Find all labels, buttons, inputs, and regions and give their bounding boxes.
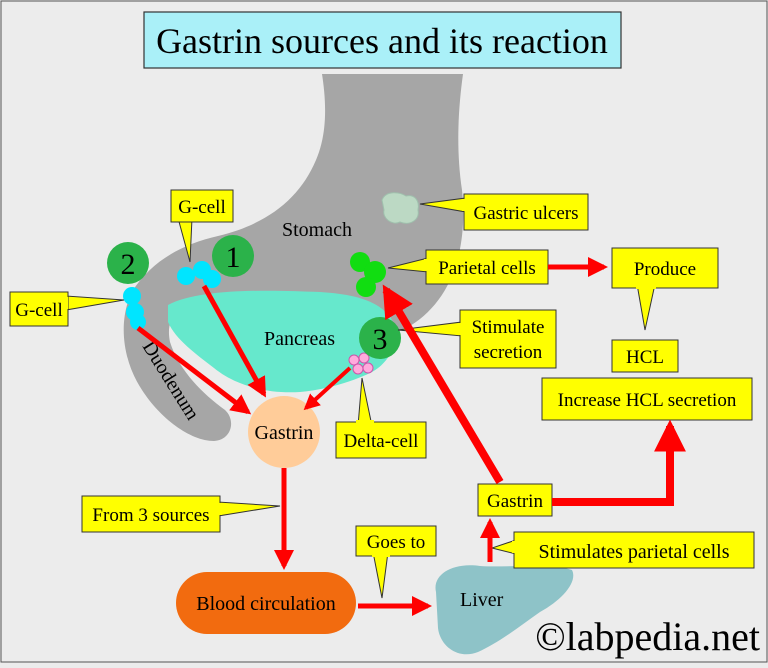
svg-text:G-cell: G-cell — [15, 300, 62, 321]
gastrin-box: Gastrin — [477, 483, 553, 517]
arrow-duodenum-to-gastrin — [136, 326, 252, 415]
number-circle-1: 1 — [212, 235, 254, 277]
liver-shape — [435, 565, 574, 655]
arrows — [136, 257, 686, 616]
number-circle-3: 3 — [359, 317, 401, 359]
g-cell-2-icon — [123, 287, 146, 330]
number-circle-2: 2 — [107, 242, 149, 284]
svg-text:HCL: HCL — [626, 347, 664, 368]
arrow-gcell1-to-gastrin — [201, 284, 267, 398]
callout-from-3-sources: From 3 sources — [81, 495, 281, 533]
callout-produce: Produce — [611, 247, 719, 331]
svg-text:Produce: Produce — [634, 259, 696, 280]
hcl-box: HCL — [611, 339, 679, 373]
svg-text:Parietal cells: Parietal cells — [438, 258, 536, 279]
svg-text:Gastrin: Gastrin — [487, 491, 543, 512]
stomach-label: Stomach — [282, 219, 352, 241]
svg-text:Stimulates parietal cells: Stimulates parietal cells — [538, 541, 729, 563]
svg-text:From 3 sources: From 3 sources — [92, 505, 209, 526]
svg-text:Goes to: Goes to — [367, 532, 426, 553]
blood-circulation-box: Blood circulation — [176, 572, 356, 634]
title: Gastrin sources and its reaction — [156, 21, 608, 61]
svg-text:2: 2 — [121, 248, 136, 281]
g-cell-1-icon — [177, 261, 221, 288]
callout-goes-to: Goes to — [355, 525, 437, 599]
callout-g-cell-left: G-cell — [9, 291, 125, 327]
svg-text:Stimulate: Stimulate — [472, 317, 545, 338]
svg-text:Increase HCL secretion: Increase HCL secretion — [558, 390, 737, 411]
parietal-cells-icon — [350, 252, 386, 297]
arrow-delta-to-gastrin — [303, 366, 352, 411]
pancreas-shape — [168, 290, 396, 393]
gastrin-circle: Gastrin — [248, 396, 320, 468]
delta-cell-icon — [348, 352, 374, 375]
callout-g-cell-top: G-cell — [170, 189, 234, 263]
callout-gastric-ulcers: Gastric ulcers — [419, 193, 589, 231]
title-box: Gastrin sources and its reaction — [143, 11, 622, 69]
stomach-shape — [123, 74, 464, 441]
increase-hcl-box: Increase HCL secretion — [541, 377, 753, 421]
svg-text:Gastrin: Gastrin — [255, 422, 314, 444]
svg-text:3: 3 — [373, 323, 388, 356]
callout-stimulates-parietal: Stimulates parietal cells — [490, 531, 755, 569]
svg-text:G-cell: G-cell — [178, 197, 225, 218]
callout-parietal-cells: Parietal cells — [387, 249, 549, 285]
callout-delta-cell: Delta-cell — [335, 377, 427, 459]
liver-label: Liver — [460, 589, 504, 611]
svg-text:secretion: secretion — [474, 342, 543, 363]
gastric-ulcer-icon — [381, 192, 419, 224]
svg-text:Delta-cell: Delta-cell — [344, 431, 419, 452]
pancreas-label: Pancreas — [264, 328, 335, 350]
arrow-gastrin-to-parietal — [382, 284, 504, 485]
svg-text:Gastric ulcers: Gastric ulcers — [474, 203, 579, 224]
callout-stimulate-secretion: Stimulate secretion — [397, 309, 557, 369]
arrow-gastrin-to-hcl — [552, 419, 686, 506]
svg-text:1: 1 — [226, 241, 241, 274]
watermark: ©labpedia.net — [535, 614, 760, 659]
svg-text:Blood circulation: Blood circulation — [196, 593, 335, 615]
